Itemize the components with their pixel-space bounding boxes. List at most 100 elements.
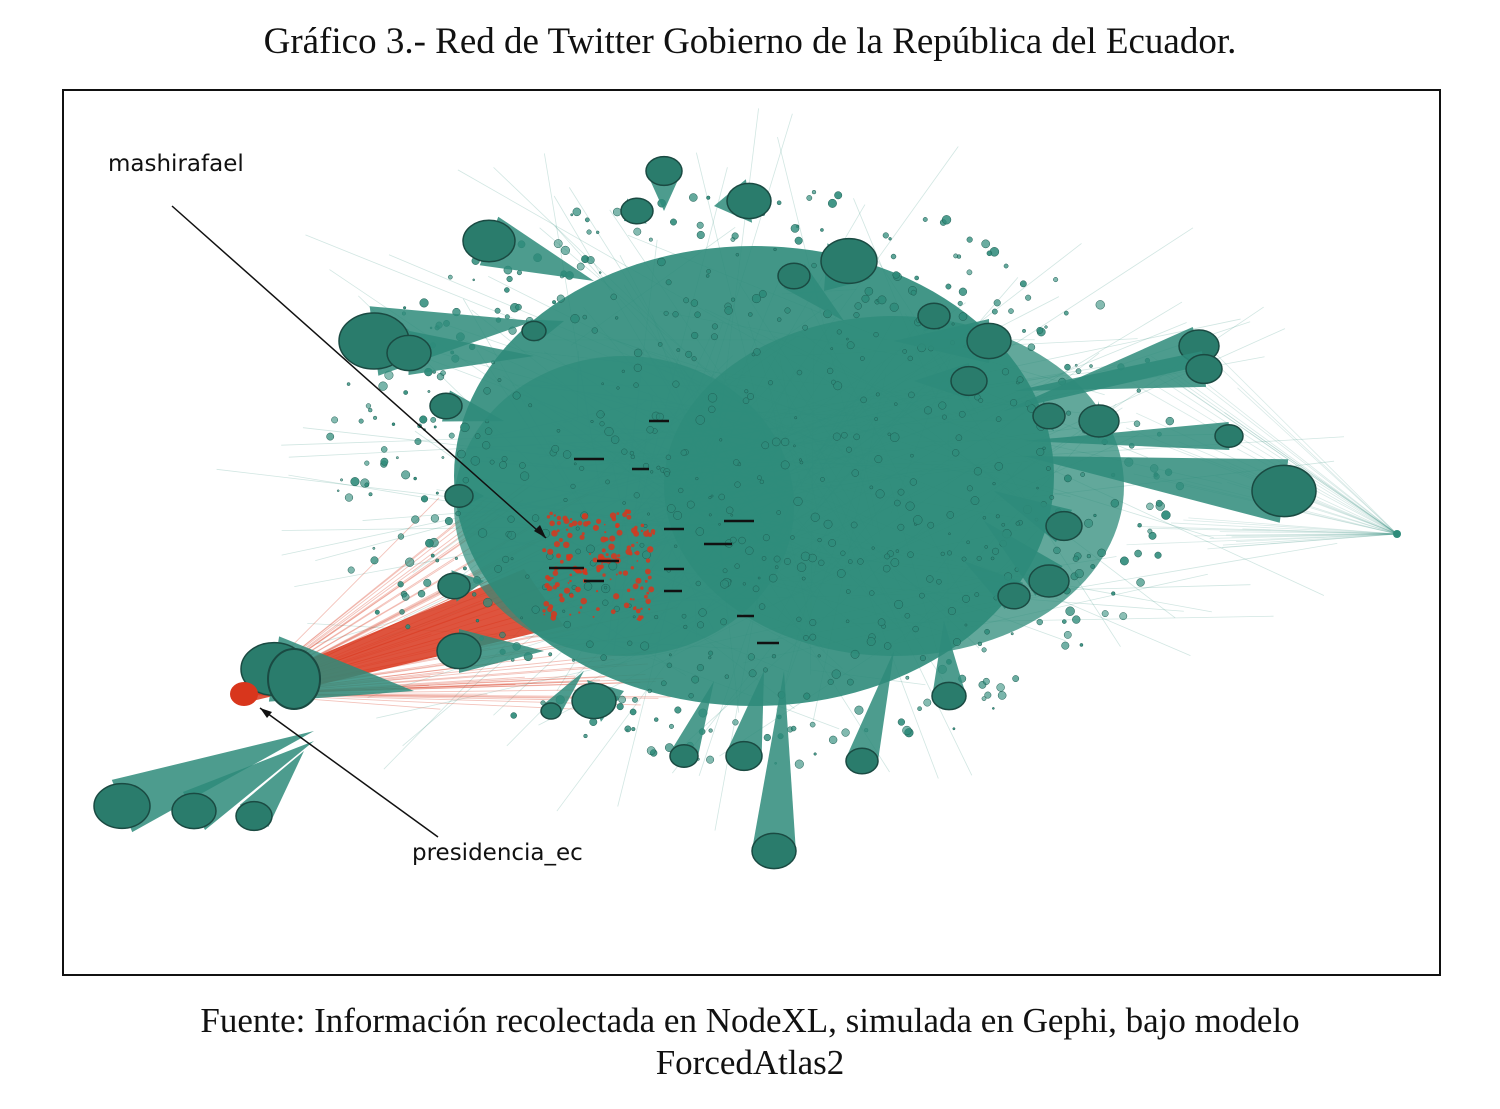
green-edge bbox=[1224, 412, 1398, 535]
node bbox=[722, 568, 728, 574]
node bbox=[401, 470, 411, 480]
node bbox=[548, 652, 553, 657]
red-node bbox=[617, 554, 621, 558]
node bbox=[647, 688, 652, 694]
node bbox=[708, 513, 712, 517]
node bbox=[1161, 510, 1171, 520]
node bbox=[761, 441, 770, 450]
hub-node bbox=[171, 792, 217, 830]
node bbox=[494, 307, 501, 314]
node bbox=[892, 271, 900, 279]
node bbox=[1061, 619, 1067, 624]
hub-node bbox=[669, 744, 699, 768]
core-ellipse bbox=[664, 316, 1124, 656]
node bbox=[982, 516, 987, 520]
node bbox=[758, 290, 767, 298]
node bbox=[992, 482, 996, 486]
network-graph bbox=[93, 108, 1401, 870]
node bbox=[927, 521, 935, 529]
node bbox=[776, 200, 782, 206]
red-node bbox=[644, 568, 651, 575]
red-node bbox=[636, 541, 638, 544]
node bbox=[771, 437, 781, 447]
node bbox=[840, 550, 846, 556]
red-node bbox=[608, 543, 615, 551]
red-node bbox=[565, 528, 569, 531]
node bbox=[691, 675, 700, 684]
node bbox=[668, 723, 674, 729]
node bbox=[1045, 466, 1051, 471]
node bbox=[851, 469, 859, 477]
node bbox=[877, 618, 886, 627]
hub-node bbox=[1214, 424, 1244, 448]
node bbox=[1022, 328, 1027, 333]
red-node bbox=[571, 520, 578, 527]
red-node bbox=[580, 597, 587, 605]
node bbox=[397, 581, 404, 588]
node bbox=[1053, 546, 1061, 555]
node bbox=[747, 393, 755, 400]
node bbox=[748, 669, 757, 678]
node bbox=[1065, 606, 1075, 616]
node bbox=[586, 256, 595, 265]
red-node bbox=[625, 548, 632, 555]
node bbox=[696, 221, 704, 229]
annotation-arrows bbox=[171, 205, 547, 838]
node bbox=[990, 556, 995, 561]
node bbox=[413, 476, 417, 481]
node bbox=[762, 667, 768, 673]
node bbox=[631, 727, 636, 732]
node bbox=[665, 454, 672, 461]
hub-node bbox=[436, 632, 482, 670]
node bbox=[711, 333, 718, 341]
red-node bbox=[543, 600, 550, 607]
red-node bbox=[547, 589, 550, 592]
node bbox=[793, 496, 803, 507]
node bbox=[1147, 528, 1153, 534]
node bbox=[613, 605, 620, 612]
node bbox=[790, 725, 797, 732]
node bbox=[718, 493, 725, 501]
red-node bbox=[583, 521, 589, 527]
node bbox=[691, 331, 699, 340]
node bbox=[499, 631, 506, 639]
node bbox=[773, 247, 777, 252]
hub-node bbox=[845, 747, 879, 775]
red-node bbox=[635, 577, 642, 584]
node bbox=[820, 477, 825, 482]
red-node bbox=[616, 529, 623, 536]
node bbox=[676, 348, 681, 352]
node bbox=[440, 370, 446, 376]
node bbox=[616, 386, 620, 390]
node bbox=[823, 519, 833, 529]
node bbox=[420, 495, 429, 503]
node bbox=[672, 311, 679, 318]
node bbox=[984, 628, 990, 635]
node bbox=[582, 314, 588, 320]
node bbox=[910, 289, 917, 296]
hub-node bbox=[931, 681, 967, 711]
green-edge bbox=[1126, 379, 1398, 535]
node bbox=[364, 482, 370, 488]
hub-cone bbox=[894, 319, 989, 363]
node bbox=[673, 511, 683, 520]
node bbox=[982, 677, 990, 685]
hub-node bbox=[93, 782, 151, 830]
node bbox=[697, 621, 705, 629]
node bbox=[1016, 376, 1024, 384]
node bbox=[633, 227, 642, 236]
hub-node bbox=[437, 572, 471, 600]
node bbox=[374, 609, 380, 615]
node bbox=[600, 654, 607, 661]
node bbox=[368, 407, 373, 413]
node bbox=[1015, 521, 1020, 526]
node bbox=[688, 693, 694, 699]
hub-node bbox=[620, 197, 654, 225]
node bbox=[477, 528, 488, 538]
red-node bbox=[575, 586, 581, 593]
node bbox=[902, 725, 912, 736]
node bbox=[1090, 564, 1096, 569]
node bbox=[836, 329, 842, 335]
node bbox=[748, 312, 753, 317]
node bbox=[562, 609, 566, 613]
